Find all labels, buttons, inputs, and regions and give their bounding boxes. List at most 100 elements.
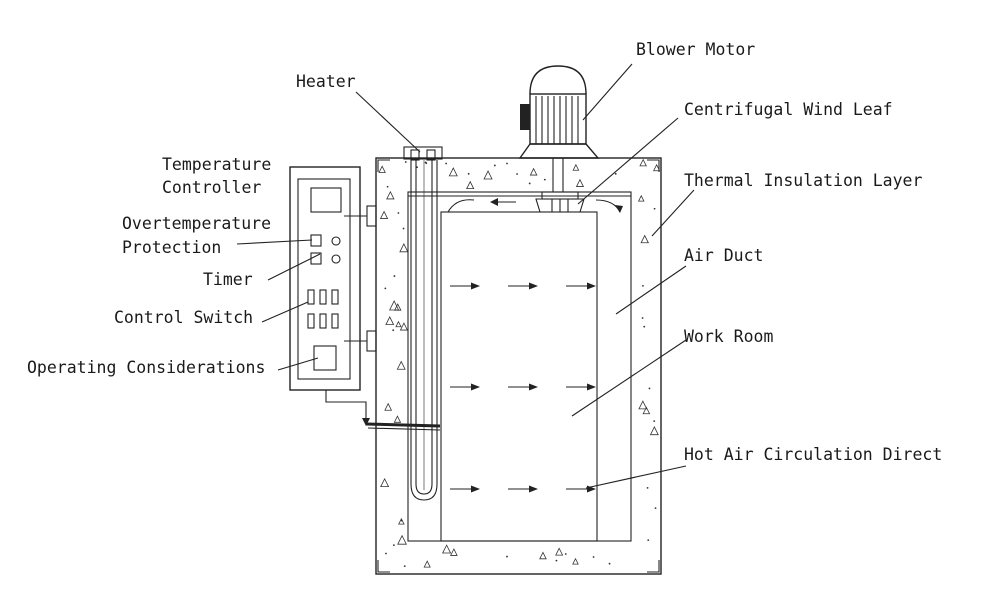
work-room — [440, 211, 598, 542]
insulation-dot — [592, 556, 595, 558]
insulation-dot — [653, 207, 656, 210]
insulation-triangle — [393, 415, 402, 423]
insulation-dot — [392, 329, 395, 332]
insulation-dot — [506, 555, 508, 558]
insulation-dot — [397, 212, 400, 214]
air-arrow-head — [529, 282, 538, 290]
insulation-dot — [641, 317, 644, 319]
insulation-triangle — [642, 406, 651, 415]
insulation-triangle — [395, 320, 402, 328]
insulation-dot — [392, 544, 395, 547]
insulation-dot — [564, 553, 567, 555]
label-air-duct: Air Duct — [684, 246, 763, 265]
side-connectors — [344, 205, 377, 352]
insulation-triangle — [450, 548, 458, 556]
insulation-dot — [385, 552, 387, 555]
insulation-dot — [493, 164, 496, 167]
insulation-triangle — [423, 560, 431, 568]
air-arrow-head — [471, 282, 480, 290]
insulation-dot — [384, 287, 387, 290]
leader-lines — [236, 63, 695, 489]
insulation-dot — [467, 172, 470, 175]
insulation-triangle — [638, 400, 648, 410]
insulation-triangle — [380, 477, 390, 488]
insulation-triangle — [555, 547, 564, 556]
insulation-triangle — [379, 210, 389, 219]
air-arrow-head — [529, 383, 538, 391]
label-hot-air-circulation: Hot Air Circulation Direct — [684, 445, 942, 464]
air-arrow-head — [471, 383, 480, 391]
insulation-dot — [416, 166, 418, 169]
label-overtemperature-1: Overtemperature — [122, 214, 271, 233]
label-timer: Timer — [203, 270, 253, 289]
insulation-dot — [402, 227, 405, 230]
label-overtemperature-2: Protection — [122, 238, 221, 257]
insulation-dot — [445, 162, 448, 165]
insulation-triangle — [384, 402, 393, 411]
insulation-triangle — [398, 517, 405, 525]
insulation-dot — [647, 539, 650, 542]
labels: Blower Motor Heater Centrifugal Wind Lea… — [27, 40, 942, 464]
control-panel — [289, 166, 361, 391]
air-arrow-head — [587, 383, 596, 391]
insulation-dot — [393, 275, 396, 277]
oven-casing — [375, 157, 662, 575]
insulation-dot — [543, 178, 546, 181]
air-arrow-head — [529, 485, 538, 493]
power-cable — [325, 390, 441, 431]
insulation-triangle — [483, 170, 493, 180]
insulation-triangle — [397, 534, 407, 545]
insulation-triangle — [639, 158, 647, 167]
insulation-dot — [403, 565, 406, 568]
insulation-dot — [506, 162, 508, 165]
insulation-dot — [614, 172, 617, 175]
label-work-room: Work Room — [684, 327, 773, 346]
insulation-dot — [516, 173, 518, 175]
hot-air-arrows — [450, 282, 596, 493]
insulation-triangle — [399, 243, 409, 253]
insulation-triangle — [442, 544, 452, 554]
insulation-triangle — [572, 557, 579, 565]
insulation-dot — [646, 486, 649, 489]
label-control-switch: Control Switch — [114, 308, 253, 327]
insulation-dot — [608, 562, 611, 565]
heater-element — [403, 146, 443, 501]
insulation-triangle — [396, 360, 406, 370]
label-centrifugal-wind-leaf: Centrifugal Wind Leaf — [684, 100, 893, 119]
air-arrow-head — [471, 485, 480, 493]
label-operating-considerations: Operating Considerations — [27, 358, 265, 377]
insulation-triangle — [640, 234, 649, 244]
insulation-triangle — [466, 180, 475, 190]
label-heater: Heater — [296, 72, 356, 91]
insulation-triangle — [572, 163, 580, 171]
insulation-triangle — [539, 551, 547, 560]
label-thermal-insulation-layer: Thermal Insulation Layer — [684, 171, 922, 190]
insulation-triangle — [529, 167, 538, 176]
insulation-dot — [404, 161, 407, 163]
insulation-dot — [425, 162, 428, 165]
insulation-triangle — [637, 194, 645, 202]
insulation-triangle — [575, 178, 585, 187]
insulation-dot — [555, 559, 558, 562]
insulation-triangle — [378, 165, 386, 173]
air-arrow-head — [587, 282, 596, 290]
insulation-dot — [654, 507, 657, 510]
insulation-triangle — [399, 322, 409, 331]
centrifugal-fan — [535, 191, 585, 213]
insulation-dot — [642, 284, 644, 287]
insulation-triangle — [653, 163, 661, 172]
insulation-triangle — [448, 167, 458, 177]
insulation-triangle — [649, 426, 659, 436]
insulation-triangle — [394, 303, 402, 311]
insulation-dot — [648, 387, 651, 390]
insulation-texture — [378, 158, 661, 568]
insulation-triangle — [389, 300, 400, 311]
label-temperature-controller-1: Temperature — [162, 155, 271, 174]
insulation-triangle — [385, 315, 395, 325]
temperature-controller-display — [310, 187, 342, 213]
label-blower-motor: Blower Motor — [636, 40, 755, 59]
insulation-dot — [528, 182, 531, 185]
top-airflow-arrows — [447, 198, 623, 213]
